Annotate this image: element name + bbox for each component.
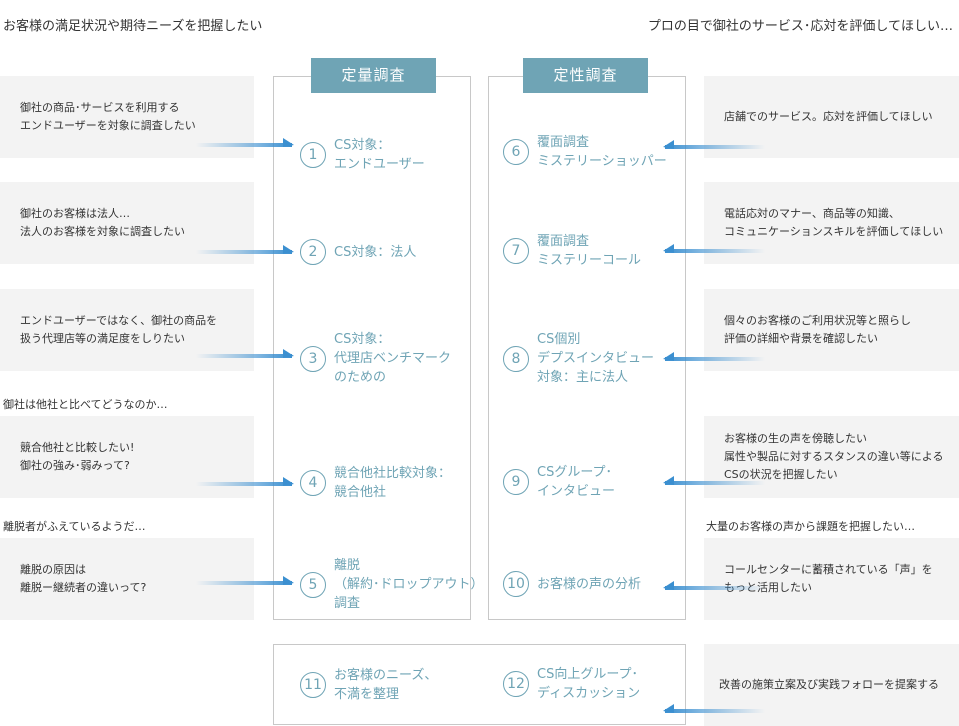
need-box-right-2: 電話応対のマナー、商品等の知識、 コミュニケーションスキルを評価してほしい bbox=[704, 182, 959, 264]
method-8: 8 CS個別 デプスインタビュー 対象：主に法人 bbox=[503, 330, 654, 387]
method-label: CS対象： 代理店ベンチマーク のための bbox=[334, 332, 452, 385]
need-box-left-4: 競合他社と比較したい! 御社の強み･弱みって? bbox=[0, 416, 254, 498]
need-box-left-2: 御社のお客様は法人… 法人のお客様を対象に調査したい bbox=[0, 182, 254, 264]
number-badge: 9 bbox=[503, 469, 529, 495]
method-label: お客様のニーズ、 不満を整理 bbox=[334, 668, 438, 702]
method-label: CS個別 デプスインタビュー 対象：主に法人 bbox=[537, 332, 655, 385]
qualitative-tab: 定性調査 bbox=[523, 58, 648, 93]
left-subhead-1: 御社は他社と比べてどうなのか… bbox=[3, 398, 168, 411]
need-text: エンドユーザーではなく、御社の商品を 扱う代理店等の満足度をしりたい bbox=[20, 314, 218, 345]
need-box-left-3: エンドユーザーではなく、御社の商品を 扱う代理店等の満足度をしりたい bbox=[0, 289, 254, 371]
number-badge: 6 bbox=[503, 139, 529, 165]
need-text: お客様の生の声を傍聴したい 属性や製品に対するスタンスの違い等による CSの状況… bbox=[724, 432, 944, 481]
method-label: 離脱 （解約･ドロップアウト） 調査 bbox=[334, 558, 484, 611]
method-3: 3 CS対象： 代理店ベンチマーク のための bbox=[300, 330, 451, 387]
need-text: 改善の施策立案及び実践フォローを提案する bbox=[719, 678, 939, 691]
left-subhead-2: 離脱者がふえているようだ… bbox=[3, 520, 146, 533]
need-box-right-4: お客様の生の声を傍聴したい 属性や製品に対するスタンスの違い等による CSの状況… bbox=[704, 416, 959, 498]
method-label: CSグループ･ インタビュー bbox=[537, 465, 616, 499]
method-9: 9 CSグループ･ インタビュー bbox=[503, 463, 615, 501]
method-11: 11 お客様のニーズ、 不満を整理 bbox=[300, 666, 437, 704]
method-label: 競合他社比較対象： 競合他社 bbox=[334, 466, 452, 500]
number-badge: 5 bbox=[300, 571, 326, 598]
number-badge: 12 bbox=[503, 671, 529, 697]
number-badge: 8 bbox=[503, 345, 529, 372]
bottom-panel bbox=[273, 644, 686, 725]
need-box-left-5: 離脱の原因は 離脱ー継続者の違いって? bbox=[0, 538, 254, 620]
method-5: 5 離脱 （解約･ドロップアウト） 調査 bbox=[300, 556, 484, 613]
need-box-left-1: 御社の商品･サービスを利用する エンドユーザーを対象に調査したい bbox=[0, 76, 254, 158]
number-badge: 1 bbox=[300, 142, 326, 168]
need-text: 競合他社と比較したい! 御社の強み･弱みって? bbox=[20, 441, 135, 472]
need-box-right-6: 改善の施策立案及び実践フォローを提案する bbox=[704, 644, 959, 726]
method-7: 7 覆面調査 ミステリーコール bbox=[503, 232, 641, 270]
need-text: 御社のお客様は法人… 法人のお客様を対象に調査したい bbox=[20, 207, 185, 238]
number-badge: 2 bbox=[300, 239, 326, 265]
right-heading: プロの目で御社のサービス･応対を評価してほしい… bbox=[647, 19, 953, 34]
method-2: 2 CS対象：法人 bbox=[300, 239, 416, 265]
method-label: 覆面調査 ミステリーショッパー bbox=[537, 135, 667, 169]
need-box-right-3: 個々のお客様のご利用状況等と照らし 評価の詳細や背景を確認したい bbox=[704, 289, 959, 371]
method-label: CS向上グループ･ ディスカッション bbox=[537, 667, 641, 701]
quantitative-tab: 定量調査 bbox=[311, 58, 436, 93]
need-text: 御社の商品･サービスを利用する エンドユーザーを対象に調査したい bbox=[20, 101, 196, 132]
need-text: 電話応対のマナー、商品等の知識、 コミュニケーションスキルを評価してほしい bbox=[724, 207, 944, 238]
right-subhead-1: 大量のお客様の声から課題を把握したい… bbox=[706, 520, 915, 533]
method-4: 4 競合他社比較対象： 競合他社 bbox=[300, 464, 451, 502]
need-text: 店舗でのサービス。応対を評価してほしい bbox=[724, 110, 933, 123]
number-badge: 4 bbox=[300, 470, 326, 496]
method-10: 10 お客様の声の分析 bbox=[503, 571, 641, 597]
method-label: お客様の声の分析 bbox=[537, 576, 642, 592]
method-6: 6 覆面調査 ミステリーショッパー bbox=[503, 133, 667, 171]
need-text: コールセンターに蓄積されている「声」を もっと活用したい bbox=[724, 563, 933, 594]
method-label: CS対象：法人 bbox=[334, 244, 417, 260]
need-text: 離脱の原因は 離脱ー継続者の違いって? bbox=[20, 563, 147, 594]
need-box-right-1: 店舗でのサービス。応対を評価してほしい bbox=[704, 76, 959, 158]
number-badge: 10 bbox=[503, 571, 529, 597]
method-label: 覆面調査 ミステリーコール bbox=[537, 234, 642, 268]
method-12: 12 CS向上グループ･ ディスカッション bbox=[503, 665, 640, 703]
left-heading: お客様の満足状況や期待ニーズを把握したい bbox=[3, 19, 263, 34]
method-label: CS対象： エンドユーザー bbox=[334, 138, 425, 172]
need-box-right-5: コールセンターに蓄積されている「声」を もっと活用したい bbox=[704, 538, 959, 620]
number-badge: 3 bbox=[300, 345, 326, 372]
need-text: 個々のお客様のご利用状況等と照らし 評価の詳細や背景を確認したい bbox=[724, 314, 911, 345]
number-badge: 7 bbox=[503, 238, 529, 264]
method-1: 1 CS対象： エンドユーザー bbox=[300, 136, 425, 174]
number-badge: 11 bbox=[300, 672, 326, 698]
